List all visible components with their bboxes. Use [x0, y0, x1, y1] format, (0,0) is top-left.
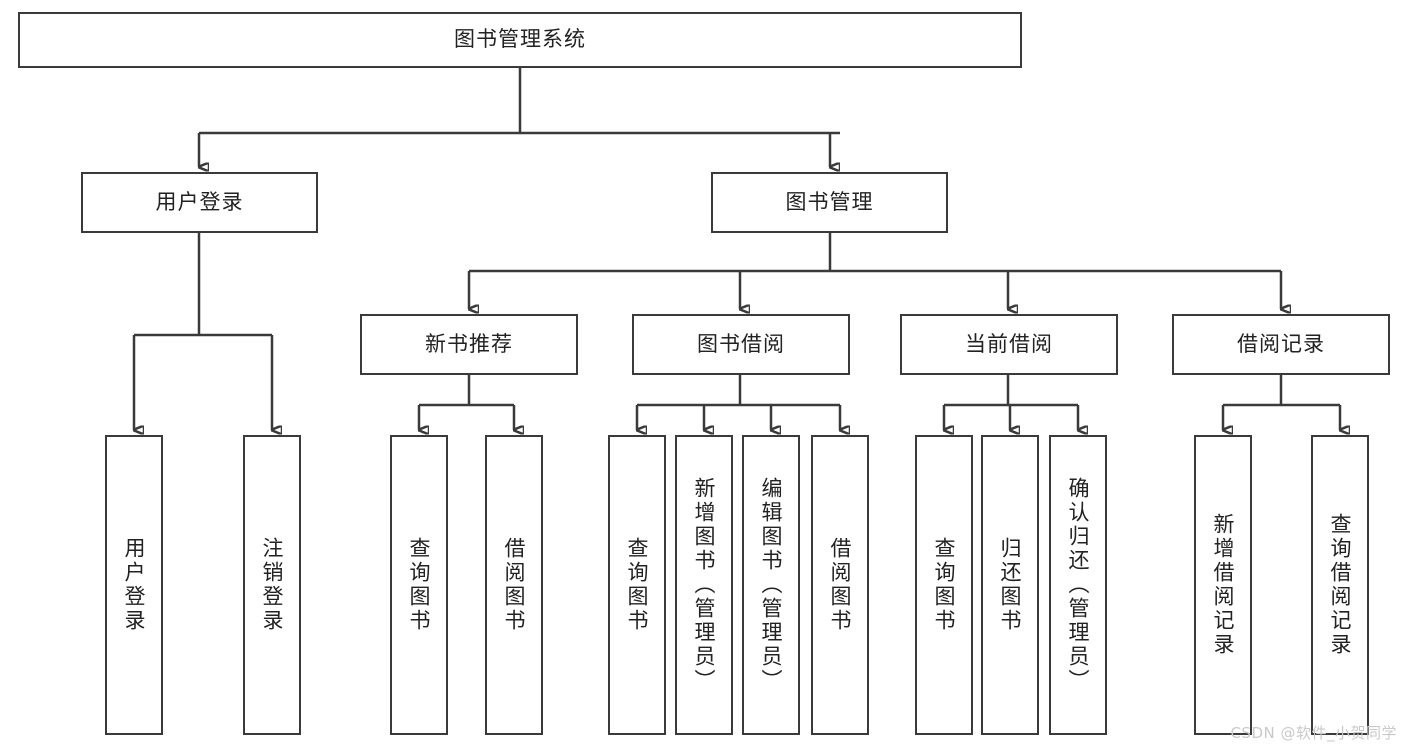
node-label: 编辑图书（管理员） [759, 477, 784, 693]
leaf-confirm-return-admin[interactable]: 确认归还（管理员） [1049, 435, 1107, 735]
node-label: 归还图书 [998, 537, 1023, 633]
node-label: 新增借阅记录 [1211, 513, 1236, 657]
csdn-watermark: CSDN @软件_小贺同学 [1230, 724, 1397, 742]
node-label: 注销登录 [260, 537, 285, 633]
node-current-borrow[interactable]: 当前借阅 [900, 314, 1118, 375]
leaf-edit-book-admin[interactable]: 编辑图书（管理员） [742, 435, 800, 735]
node-label: 查询图书 [407, 537, 432, 633]
leaf-query-book-recommend[interactable]: 查询图书 [390, 435, 448, 735]
node-label: 图书管理系统 [454, 27, 586, 52]
leaf-add-book-admin[interactable]: 新增图书（管理员） [675, 435, 733, 735]
leaf-return-book[interactable]: 归还图书 [981, 435, 1039, 735]
node-label: 用户登录 [122, 537, 147, 633]
node-label: 图书管理 [785, 189, 874, 214]
node-label: 查询图书 [625, 537, 650, 633]
node-label: 查询借阅记录 [1328, 513, 1353, 657]
node-label: 当前借阅 [965, 331, 1053, 356]
leaf-query-book-borrow[interactable]: 查询图书 [608, 435, 666, 735]
node-label: 新增图书（管理员） [692, 477, 717, 693]
leaf-borrow-book-recommend[interactable]: 借阅图书 [485, 435, 543, 735]
node-new-book-recommend[interactable]: 新书推荐 [360, 314, 578, 375]
leaf-add-borrow-record[interactable]: 新增借阅记录 [1194, 435, 1252, 735]
leaf-borrow-book[interactable]: 借阅图书 [811, 435, 869, 735]
node-label: 借阅图书 [828, 537, 853, 633]
leaf-query-borrow-record[interactable]: 查询借阅记录 [1311, 435, 1369, 735]
leaf-user-login[interactable]: 用户登录 [105, 435, 163, 735]
node-label: 用户登录 [155, 189, 244, 214]
node-book-management[interactable]: 图书管理 [711, 172, 948, 233]
leaf-logout[interactable]: 注销登录 [243, 435, 301, 735]
node-label: 借阅记录 [1237, 331, 1325, 356]
node-label: 确认归还（管理员） [1066, 477, 1091, 693]
node-book-borrow[interactable]: 图书借阅 [632, 314, 850, 375]
leaf-query-book-current[interactable]: 查询图书 [915, 435, 973, 735]
node-root-book-management-system[interactable]: 图书管理系统 [18, 12, 1022, 68]
node-borrow-record[interactable]: 借阅记录 [1172, 314, 1390, 375]
node-label: 图书借阅 [697, 331, 785, 356]
node-user-login[interactable]: 用户登录 [81, 172, 318, 233]
node-label: 借阅图书 [502, 537, 527, 633]
node-label: 查询图书 [932, 537, 957, 633]
node-label: 新书推荐 [425, 331, 513, 356]
